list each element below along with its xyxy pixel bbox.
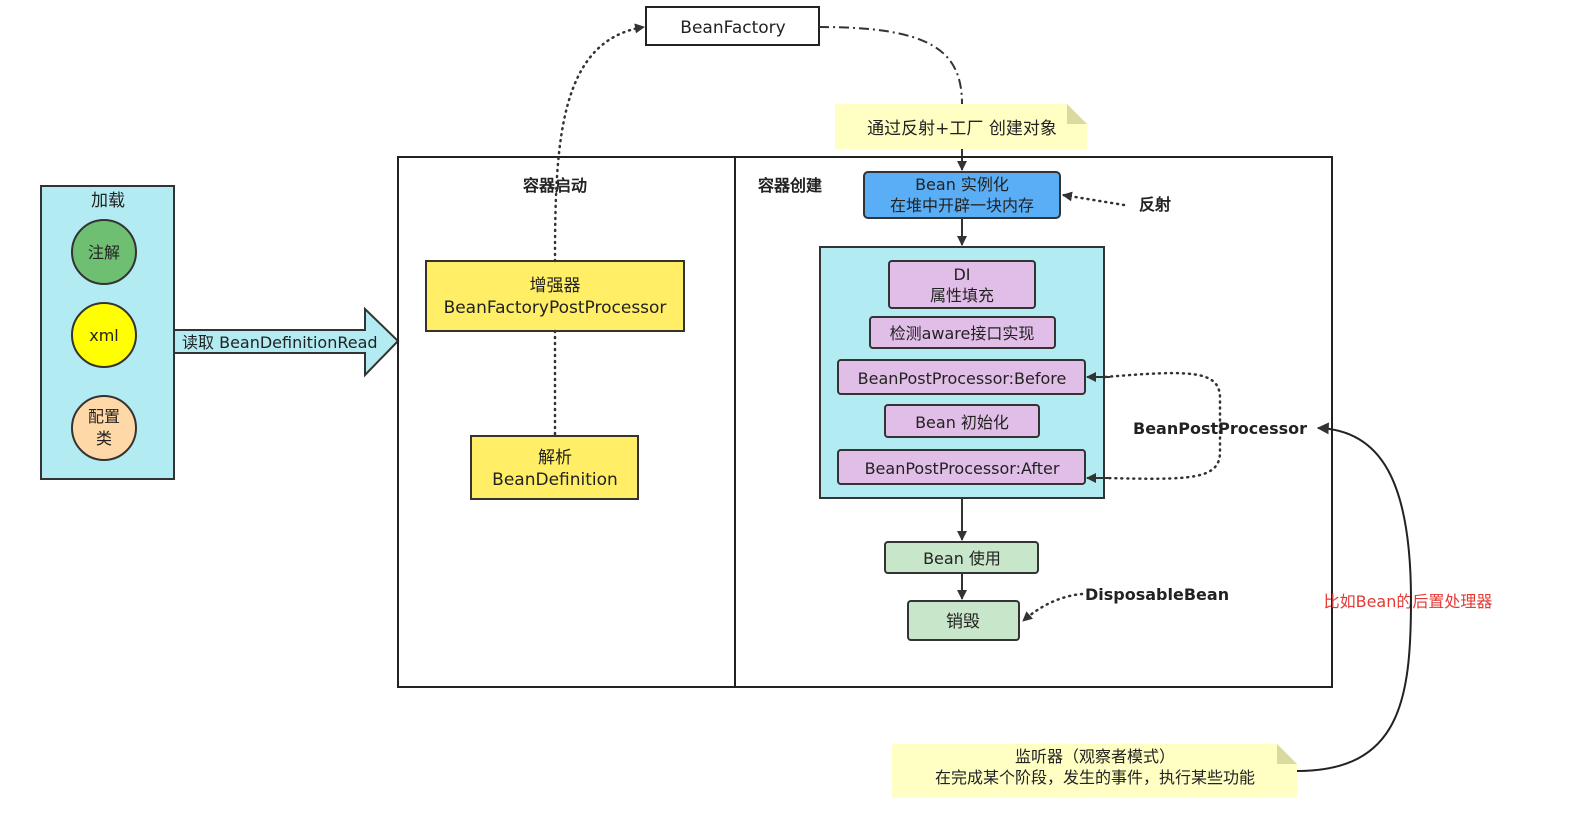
listener-note-line1: 监听器（观察者模式）	[1015, 747, 1175, 766]
di-label-line2: 属性填充	[930, 286, 994, 305]
bpp-after-label: BeanPostProcessor:After	[865, 459, 1060, 478]
init-label: Bean 初始化	[915, 413, 1009, 432]
load-panel: 加载 注解 xml 配置 类	[40, 185, 175, 480]
annotation-source-node: 注解	[71, 219, 137, 285]
read-arrow-label: 读取 BeanDefinitionRead	[182, 333, 378, 352]
container-create-title: 容器创建	[757, 176, 822, 195]
read-arrow-shape	[173, 306, 400, 378]
bean-factory-box	[645, 6, 820, 46]
reflection-factory-note: 通过反射+工厂 创建对象	[835, 104, 1087, 149]
container-create-panel: 容器创建 Bean 实例化 在堆中开辟一块内存 反射 DI 属性填充 检测awa…	[734, 156, 1333, 688]
di-box	[888, 260, 1036, 309]
parse-label-line2: BeanDefinition	[492, 470, 618, 490]
bpp-before-box	[837, 359, 1086, 395]
read-arrow: 读取 BeanDefinitionRead	[173, 306, 400, 378]
aware-label: 检测aware接口实现	[890, 324, 1035, 343]
parse-box	[470, 435, 639, 500]
disposable-label: DisposableBean	[1085, 585, 1229, 604]
enhancer-label-line1: 增强器	[530, 276, 581, 296]
bpp-loop-line	[1103, 371, 1222, 480]
instantiate-label-line1: Bean 实例化	[915, 175, 1009, 194]
parse-label-line1: 解析	[538, 448, 572, 468]
xml-source-node: xml	[71, 302, 137, 368]
config-class-source-node: 配置 类	[71, 395, 137, 461]
annotation-source-label: 注解	[88, 243, 120, 262]
listener-note: 监听器（观察者模式） 在完成某个阶段，发生的事件，执行某些功能	[892, 744, 1297, 798]
instantiate-label-line2: 在堆中开辟一块内存	[890, 196, 1034, 215]
reflection-factory-note-paper	[835, 104, 1087, 149]
config-class-label-line2: 类	[96, 429, 112, 448]
container-start-title: 容器启动	[522, 176, 587, 195]
di-label-line1: DI	[953, 265, 970, 284]
post-processor-note: 比如Bean的后置处理器	[1324, 592, 1493, 611]
container-start-panel: 容器启动 增强器 BeanFactoryPostProcessor 解析 Bea…	[397, 156, 736, 688]
listener-note-paper	[892, 744, 1297, 798]
xml-source-label: xml	[89, 326, 119, 345]
bpp-after-box	[837, 449, 1086, 485]
config-class-label-line1: 配置	[88, 407, 120, 426]
reflection-factory-note-text: 通过反射+工厂 创建对象	[867, 119, 1057, 139]
listener-note-line2: 在完成某个阶段，发生的事件，执行某些功能	[935, 768, 1255, 787]
enhancer-label-line2: BeanFactoryPostProcessor	[444, 298, 667, 318]
reflection-factory-note-fold	[1067, 104, 1087, 124]
enhancer-to-beanfactory-arrow	[553, 23, 646, 263]
listener-to-bpp-arrow	[1296, 422, 1413, 772]
use-label: Bean 使用	[923, 549, 1001, 568]
container-start-box	[397, 156, 736, 688]
bean-factory-label: BeanFactory	[680, 18, 785, 38]
container-create-box	[734, 156, 1333, 688]
bean-factory-node: BeanFactory	[645, 6, 820, 46]
bpp-before-label: BeanPostProcessor:Before	[858, 369, 1067, 388]
load-panel-title: 加载	[91, 191, 125, 211]
beanfactory-to-note-line	[818, 26, 963, 105]
reflection-arrow	[1061, 191, 1126, 207]
bpp-label: BeanPostProcessor	[1133, 419, 1307, 438]
reflection-label: 反射	[1139, 195, 1171, 214]
disposable-arrow	[1021, 592, 1084, 623]
destroy-box	[907, 600, 1020, 641]
enhancer-box	[425, 260, 685, 332]
init-box	[884, 404, 1040, 438]
listener-note-fold	[1277, 744, 1297, 764]
destroy-label: 销毁	[946, 612, 980, 632]
aware-box	[869, 316, 1056, 349]
